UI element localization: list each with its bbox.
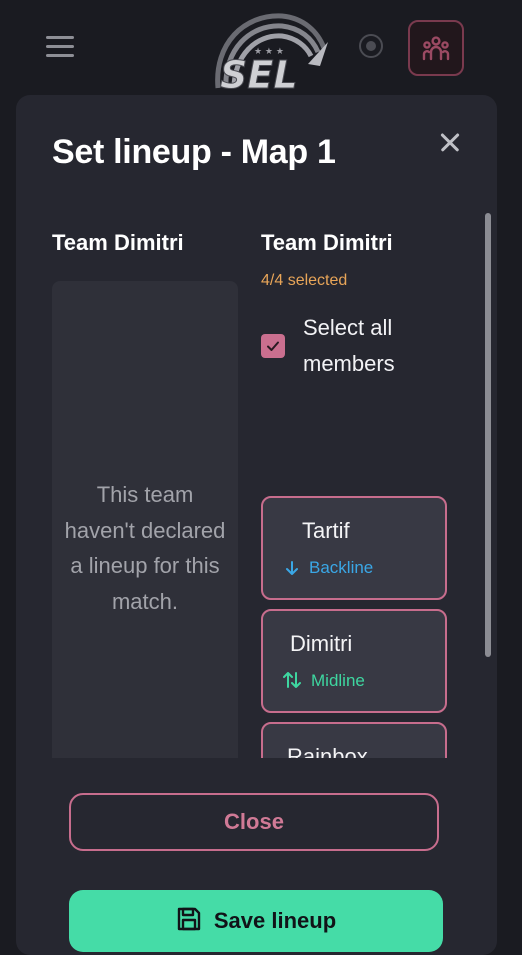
member-role: Midline [283, 671, 365, 691]
checkbox-checked[interactable] [261, 334, 285, 358]
member-card-tartif[interactable]: Tartif Backline [261, 496, 447, 600]
svg-text:★ ★ ★: ★ ★ ★ [254, 47, 284, 57]
right-team-name: Team Dimitri [261, 230, 393, 255]
checkmark-icon [267, 341, 279, 351]
select-all-label: Select all members [303, 315, 395, 376]
member-name: Dimitri [290, 631, 353, 656]
close-icon[interactable] [436, 129, 464, 157]
selected-count: 4/4 selected [261, 272, 348, 289]
top-app-bar: ★ ★ ★ SEL [0, 0, 522, 98]
member-name: Rainbox [287, 744, 368, 758]
arrow-down-icon [286, 561, 298, 575]
member-role: Backline [285, 558, 373, 578]
member-role-label: Backline [309, 558, 374, 577]
close-button[interactable]: Close [69, 793, 439, 851]
logo-text: SEL [220, 53, 298, 92]
people-group-icon [422, 36, 450, 61]
select-all-members-checkbox[interactable]: Select all members [261, 310, 447, 390]
save-lineup-label: Save lineup [213, 908, 337, 933]
member-role-label: Midline [311, 671, 365, 690]
theme-toggle[interactable] [359, 34, 383, 58]
modal-title: Set lineup - Map 1 [52, 133, 336, 171]
hamburger-menu-icon[interactable] [46, 34, 74, 58]
save-lineup-button-content: Save lineup [69, 906, 443, 934]
sel-logo: ★ ★ ★ SEL [204, 4, 330, 98]
floppy-disk-icon [177, 907, 201, 931]
member-card-dimitri[interactable]: Dimitri Midline [261, 609, 447, 713]
member-name: Tartif [302, 518, 350, 543]
set-lineup-modal: Set lineup - Map 1 Team Dimitri This tea… [16, 95, 497, 955]
team-button[interactable] [408, 20, 464, 76]
arrows-up-down-icon [283, 672, 301, 688]
modal-scroll-area[interactable]: Team Dimitri This team haven't declared … [16, 210, 497, 758]
scrollbar-thumb[interactable] [485, 213, 491, 657]
save-lineup-button[interactable]: Save lineup [69, 890, 443, 952]
member-card-rainbox[interactable]: Rainbox Frontline [261, 722, 447, 758]
left-team-name: Team Dimitri [52, 230, 184, 255]
empty-lineup-message: This team haven't declared a lineup for … [64, 482, 226, 614]
empty-lineup-panel: This team haven't declared a lineup for … [52, 281, 238, 758]
